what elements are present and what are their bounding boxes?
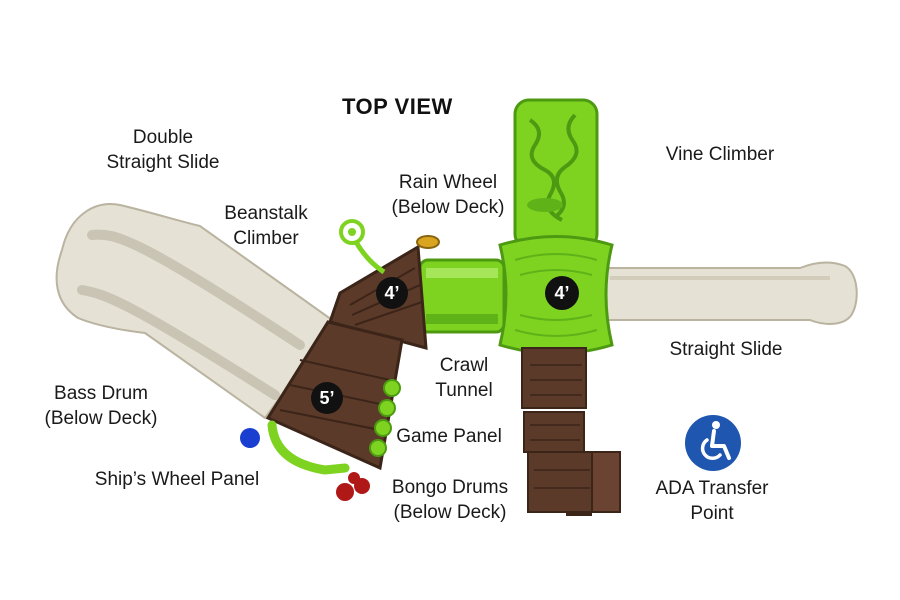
label-straight-slide: Straight Slide [669,339,783,360]
vine-climber-shape [513,98,599,250]
transfer-steps-shape [521,347,621,516]
label-bass-drum: Bass Drum(Below Deck) [44,383,158,429]
label-rain-wheel: Rain Wheel(Below Deck) [391,172,505,218]
beanstalk-climber-shape [339,219,386,275]
right-deck-roof [498,235,614,355]
deck-height-right: 4’ [554,283,570,303]
bongo-drums-shape [336,472,370,501]
left-upper-deck [328,244,428,351]
deck-height-left-upper: 4’ [384,283,400,303]
rain-wheel-shape [416,235,440,249]
label-game-panel: Game Panel [396,426,502,447]
ships-wheel-panel-shape [267,420,350,475]
label-vine-climber: Vine Climber [665,144,775,165]
bass-drum-shape [240,428,260,448]
straight-slide-shape [599,261,858,325]
crawl-tunnel-shape [418,258,506,334]
game-panel-shape [369,379,401,457]
label-bongo-drums: Bongo Drums(Below Deck) [391,477,509,523]
double-straight-slide-shape [55,203,337,420]
left-lower-deck [265,320,404,471]
deck-height-left-lower: 5’ [319,388,335,408]
accessibility-icon [685,415,741,471]
diagram-title: TOP VIEW [342,94,453,119]
label-ships-wheel-panel: Ship’s Wheel Panel [94,469,260,490]
